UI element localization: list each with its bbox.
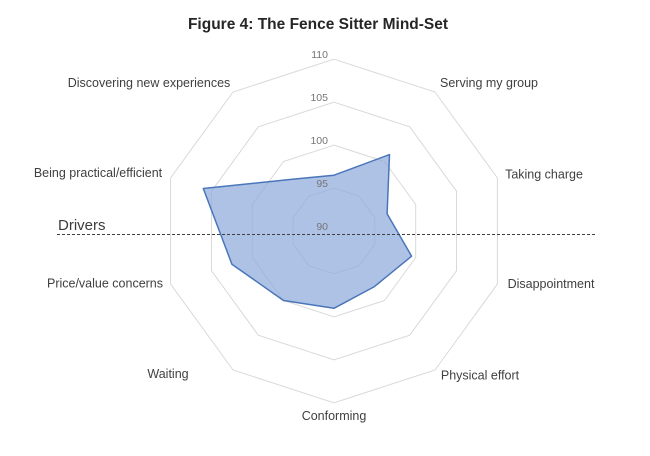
category-label-discovering-new-experiences: Discovering new experiences [68, 76, 231, 90]
category-label-serving-my-group: Serving my group [440, 76, 538, 90]
grid-ring-110 [170, 58, 498, 404]
value-axis-tick-labels: 90 95 100 105 110 [310, 49, 328, 233]
category-label-disappointment: Disappointment [508, 277, 595, 291]
category-label-being-practical-efficient: Being practical/efficient [34, 166, 163, 180]
tick-label-90: 90 [316, 221, 328, 233]
grid-ring-105 [211, 101, 457, 361]
category-label-physical-effort: Physical effort [441, 368, 520, 382]
tick-label-100: 100 [310, 135, 328, 147]
tick-label-110: 110 [311, 49, 328, 61]
tick-label-105: 105 [310, 92, 328, 104]
figure-title: Figure 4: The Fence Sitter Mind-Set [188, 16, 448, 33]
category-label-waiting: Waiting [147, 367, 188, 381]
data-series-layer [202, 153, 413, 310]
category-label-taking-charge: Taking charge [505, 167, 583, 181]
data-polygon [202, 153, 413, 310]
tick-label-95: 95 [316, 178, 328, 190]
category-label-price-value-concerns: Price/value concerns [47, 276, 163, 290]
category-label-conforming: Conforming [302, 409, 367, 423]
drivers-label: Drivers [58, 217, 106, 234]
